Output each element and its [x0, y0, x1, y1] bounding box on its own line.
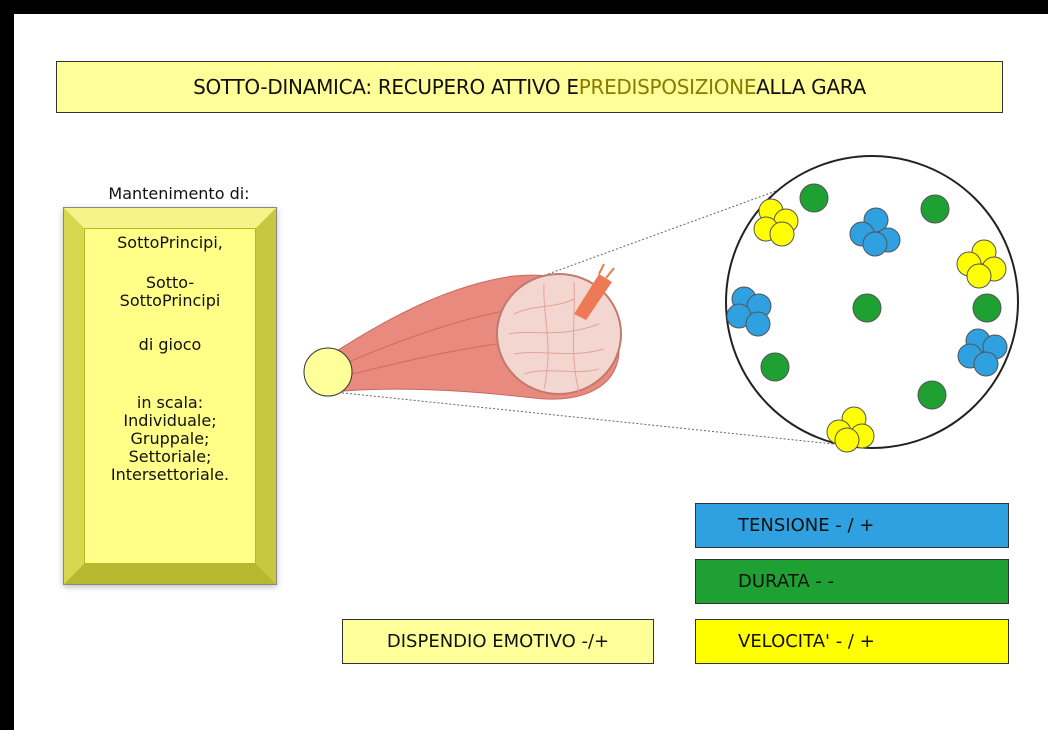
panel-text: SottoPrincipi, Sotto- SottoPrincipi di g…	[64, 234, 276, 484]
legend-durata-label: DURATA - -	[738, 571, 835, 592]
muscle-diagram	[303, 155, 1019, 453]
muscle-fiber-icon	[331, 263, 622, 400]
page-frame: SOTTO-DINAMICA: RECUPERO ATTIVO E PREDIS…	[14, 14, 1048, 730]
page-title: SOTTO-DINAMICA: RECUPERO ATTIVO E PREDIS…	[56, 61, 1003, 113]
blue-cluster	[849, 207, 901, 257]
title-highlight: PREDISPOSIZIONE	[578, 75, 757, 99]
blue-cluster	[957, 328, 1008, 377]
blue-cluster	[726, 286, 772, 337]
panel-inner	[84, 228, 256, 564]
emotional-expense-box: DISPENDIO EMOTIVO -/+	[342, 619, 654, 664]
yellow-cluster	[753, 198, 799, 247]
panel-line: SottoPrincipi,	[117, 233, 223, 252]
principles-panel: SottoPrincipi, Sotto- SottoPrincipi di g…	[63, 207, 277, 585]
panel-line: Gruppale;	[130, 429, 210, 448]
panel-heading: Mantenimento di:	[108, 184, 250, 203]
panel-line: SottoPrincipi	[119, 291, 221, 310]
title-part1: SOTTO-DINAMICA: RECUPERO ATTIVO E	[193, 75, 579, 99]
panel-line: Sotto-	[145, 273, 195, 292]
panel-line: Individuale;	[123, 411, 217, 430]
legend-velocita-label: VELOCITA' - / +	[738, 631, 875, 652]
panel-line: di gioco	[138, 335, 202, 354]
panel-line: Intersettoriale.	[110, 465, 230, 484]
yellow-cluster	[826, 406, 875, 453]
bevel-frame	[64, 208, 276, 584]
panel-line: in scala:	[136, 393, 204, 412]
legend-velocita: VELOCITA' - / +	[695, 619, 1009, 664]
panel-line: Settoriale;	[128, 447, 212, 466]
legend-durata: DURATA - -	[695, 559, 1009, 604]
green-dots	[760, 183, 1002, 410]
yellow-cluster	[956, 239, 1007, 289]
zoom-origin-circle	[303, 347, 353, 397]
emotional-expense-label: DISPENDIO EMOTIVO -/+	[386, 631, 610, 652]
legend-tension-label: TENSIONE - / +	[738, 515, 875, 536]
title-part2: ALLA GARA	[756, 75, 866, 99]
legend-tension: TENSIONE - / +	[695, 503, 1009, 548]
